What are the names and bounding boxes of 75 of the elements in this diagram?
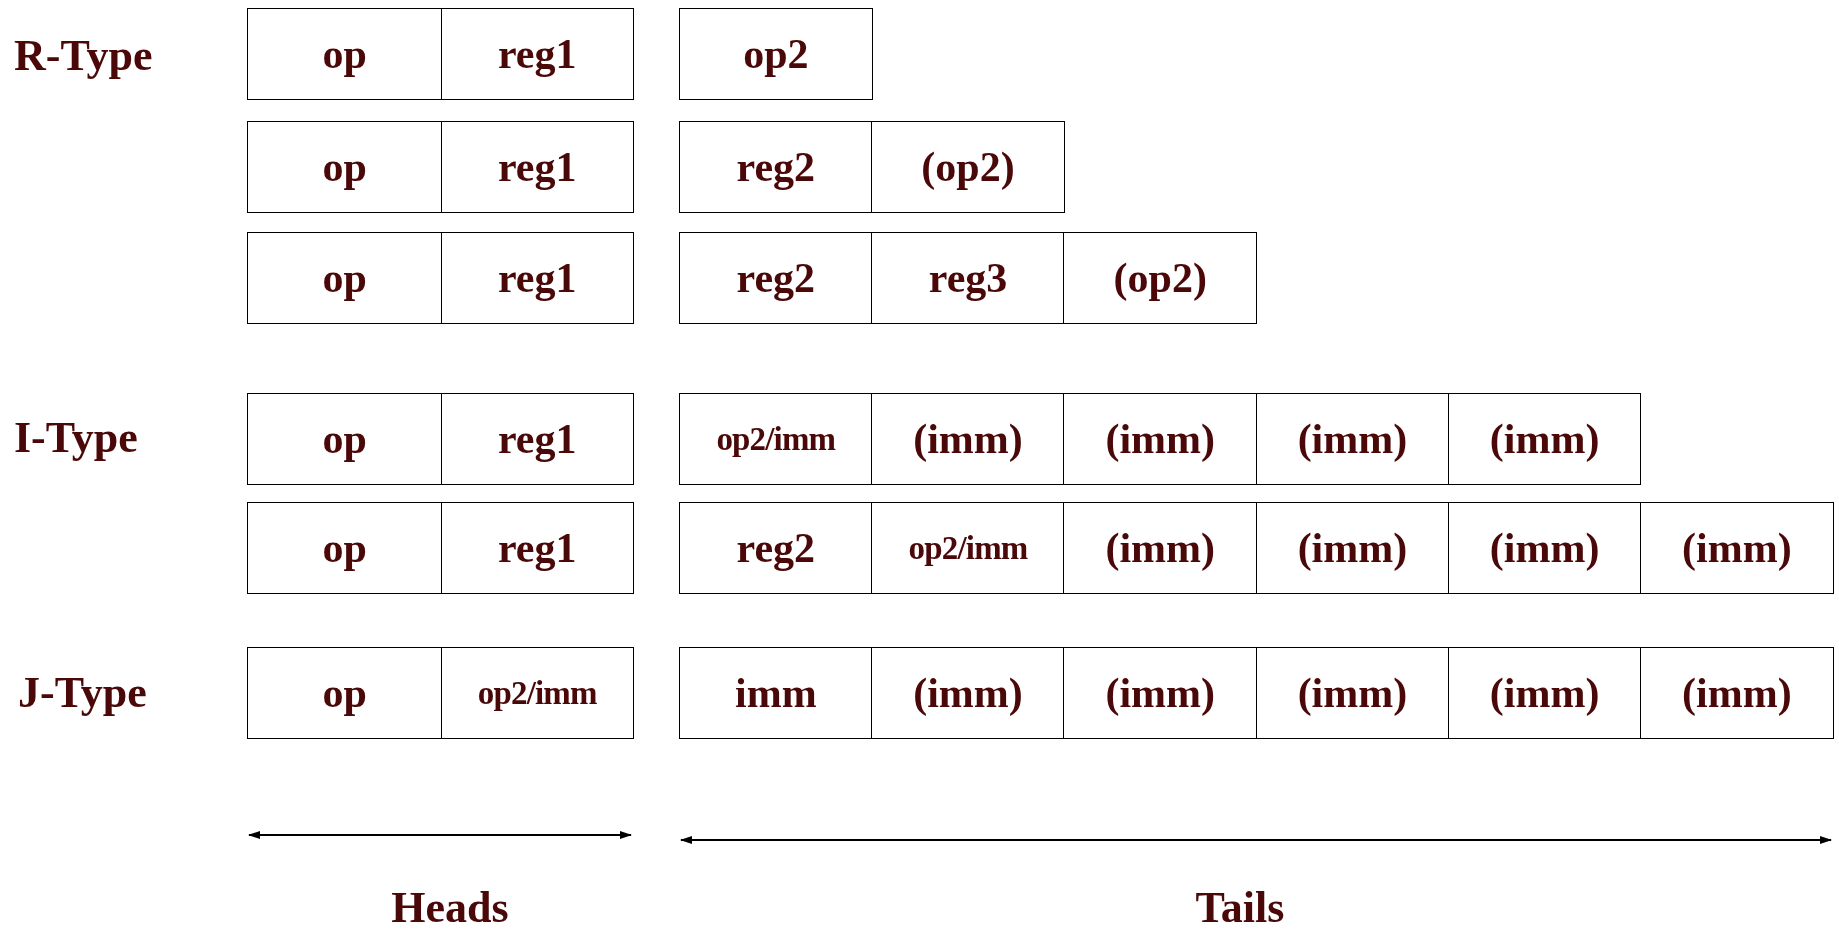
field-name: (op2) [921, 146, 1015, 188]
field-cell [1640, 647, 1834, 739]
field-name: (imm) [1105, 418, 1216, 460]
field-name: reg2 [736, 146, 816, 188]
field-cell [1447, 393, 1642, 485]
group-label: Tails [1194, 882, 1286, 932]
field-cell [441, 121, 634, 213]
field-cell [441, 393, 634, 485]
field-cell [247, 121, 443, 213]
field-cell [441, 502, 634, 594]
field-name: op2/imm [477, 676, 597, 710]
field-cell [871, 232, 1065, 324]
row-label: I-Type [14, 412, 139, 464]
field-cell [247, 232, 443, 324]
field-cell [1255, 393, 1450, 485]
field-name: op2/imm [716, 422, 836, 456]
field-cell [679, 232, 873, 324]
field-name: op [322, 33, 367, 75]
field-name: (imm) [913, 672, 1023, 714]
field-cell [1255, 502, 1450, 594]
field-name: (imm) [1489, 527, 1600, 569]
field-name: (imm) [1297, 527, 1408, 569]
field-cell [441, 8, 634, 100]
field-name: reg1 [498, 257, 577, 299]
field-name: (imm) [1682, 672, 1792, 714]
field-name: op [322, 527, 367, 569]
field-name: (op2) [1113, 257, 1207, 299]
field-cell [679, 647, 873, 739]
field-name: imm [735, 672, 817, 714]
field-cell [441, 232, 634, 324]
field-name: reg1 [498, 33, 577, 75]
field-name: op2 [743, 33, 809, 75]
field-cell [871, 647, 1065, 739]
field-name: op [322, 418, 367, 460]
field-cell [1255, 647, 1450, 739]
field-cell [1447, 502, 1642, 594]
field-cell [247, 647, 443, 739]
row-label: J-Type [18, 667, 148, 719]
field-name: (imm) [1489, 672, 1600, 714]
field-cell [1640, 502, 1834, 594]
field-name: (imm) [1105, 527, 1216, 569]
field-cell [1447, 647, 1642, 739]
field-cell [679, 502, 873, 594]
field-name: (imm) [913, 418, 1023, 460]
field-name: reg1 [498, 527, 577, 569]
field-cell [679, 8, 873, 100]
field-cell [871, 393, 1065, 485]
field-name: (imm) [1682, 527, 1792, 569]
field-cell [1063, 647, 1258, 739]
field-cell [679, 393, 873, 485]
field-name: op2/imm [908, 531, 1028, 565]
field-name: reg2 [736, 257, 816, 299]
field-cell [1063, 502, 1258, 594]
field-cell [1063, 232, 1258, 324]
group-label: Heads [390, 882, 510, 932]
field-cell [247, 393, 443, 485]
field-name: op [322, 257, 367, 299]
field-cell [679, 121, 873, 213]
field-name: op [322, 146, 367, 188]
field-cell [247, 8, 443, 100]
field-name: reg3 [928, 257, 1008, 299]
field-cell [441, 647, 634, 739]
field-name: reg1 [498, 146, 577, 188]
field-cell [871, 502, 1065, 594]
field-name: reg1 [498, 418, 577, 460]
field-name: (imm) [1297, 672, 1408, 714]
field-cell [1063, 393, 1258, 485]
row-label: R-Type [14, 30, 154, 82]
field-name: reg2 [736, 527, 816, 569]
field-name: (imm) [1297, 418, 1408, 460]
field-cell [871, 121, 1065, 213]
field-name: op [322, 672, 367, 714]
field-name: (imm) [1105, 672, 1216, 714]
field-cell [247, 502, 443, 594]
field-name: (imm) [1489, 418, 1600, 460]
